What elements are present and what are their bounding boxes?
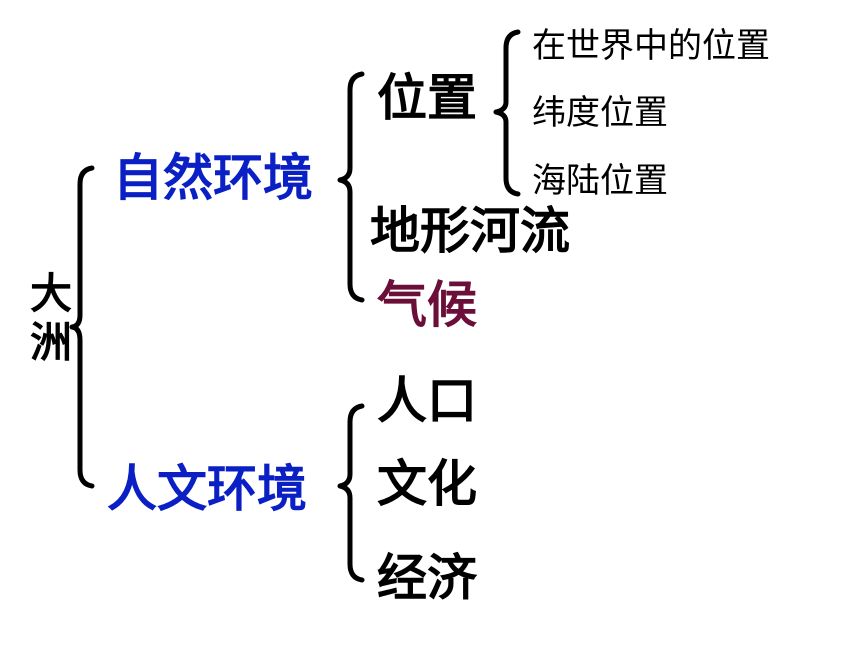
root-label-char-2: 洲 [30,318,73,367]
natural-environment-label: 自然环境 [113,149,313,207]
position-label: 位置 [377,69,477,127]
climate-label: 气候 [377,276,477,334]
human-environment-label: 人文环境 [107,460,307,518]
terrain-rivers-label: 地形河流 [370,202,570,260]
root-bracket [69,165,95,489]
sub-item-land-sea-position: 海陆位置 [532,161,668,201]
economy-label: 经济 [377,549,477,607]
natural-bracket [337,71,365,303]
population-label: 人口 [377,372,477,430]
sub-item-world-position: 在世界中的位置 [532,26,770,66]
sub-item-latitude-position: 纬度位置 [532,93,668,133]
human-bracket [337,403,365,583]
root-label-char-1: 大 [30,269,73,318]
culture-label: 文化 [377,455,477,513]
position-bracket [493,29,521,197]
